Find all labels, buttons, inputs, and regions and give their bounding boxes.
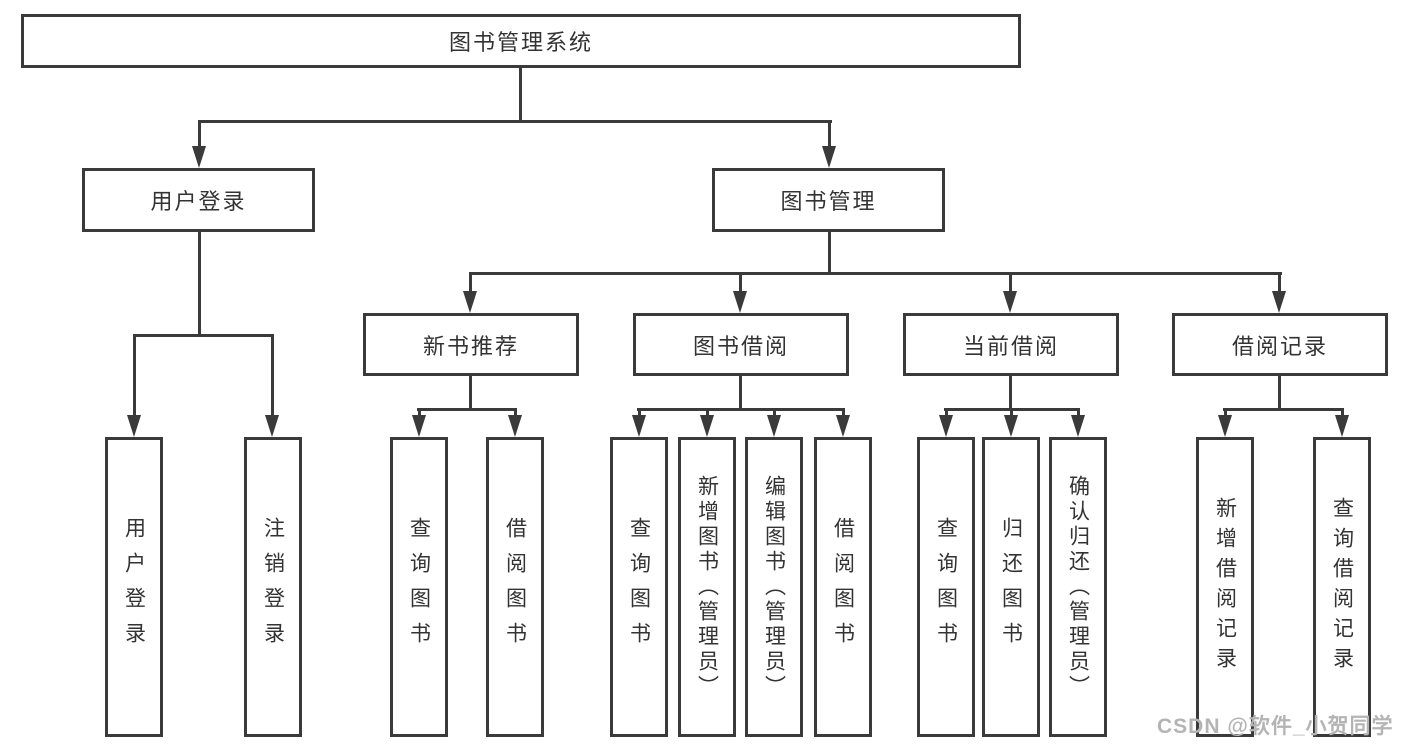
node-book-borrow: 图书借阅: [633, 313, 849, 376]
leaf-query-borrow-record: 查询借阅记录: [1313, 437, 1371, 737]
leaf-borrow-book: 借阅图书: [814, 437, 872, 737]
node-new-book-recommend-label: 新书推荐: [422, 333, 519, 359]
connector-leaf-query-borrow-stem: [638, 408, 641, 420]
connector-leaf-borrow-recommend-stem: [514, 408, 517, 420]
node-new-book-recommend: 新书推荐: [363, 313, 579, 376]
leaf-logout-label: 注销登录: [261, 517, 285, 657]
leaf-edit-book-admin: 编辑图书（管理员）: [745, 437, 803, 737]
node-user-login-label: 用户登录: [150, 189, 247, 214]
leaf-return-book: 归还图书: [982, 437, 1040, 737]
connector-leaf-logout-stem: [271, 334, 274, 418]
connector-level3-rail: [469, 272, 1282, 275]
arrowhead-leaf-edit-book: [767, 415, 781, 437]
node-book-borrow-label: 图书借阅: [692, 333, 789, 359]
arrowhead-leaf-query-current: [939, 415, 953, 437]
connector-user-login-stem: [198, 120, 201, 150]
node-current-borrow: 当前借阅: [903, 313, 1119, 376]
arrowhead-user-login: [192, 146, 206, 168]
node-book-management: 图书管理: [712, 168, 945, 232]
arrowhead-book-management: [822, 146, 836, 168]
leaf-query-book-recommend: 查询图书: [390, 437, 448, 737]
connector-current-borrow-down: [1009, 376, 1012, 411]
node-borrow-record: 借阅记录: [1172, 313, 1388, 376]
arrowhead-leaf-add-book: [700, 415, 714, 437]
connector-leaf-borrow-book-stem: [842, 408, 845, 420]
leaf-borrow-book-recommend: 借阅图书: [486, 437, 544, 737]
connector-leaf-add-book-stem: [706, 408, 709, 420]
connector-root-stem: [519, 68, 522, 123]
connector-borrow-record-down: [1278, 376, 1281, 411]
arrowhead-leaf-borrow-book: [836, 415, 850, 437]
arrowhead-current-borrow: [1003, 291, 1017, 313]
leaf-add-borrow-record-label: 新增借阅记录: [1213, 497, 1237, 677]
leaf-confirm-return-admin: 确认归还（管理员）: [1049, 437, 1107, 737]
arrowhead-leaf-confirm-return: [1071, 415, 1085, 437]
arrowhead-leaf-return-book: [1004, 415, 1018, 437]
leaf-query-book-recommend-label: 查询图书: [407, 517, 431, 657]
node-user-login: 用户登录: [82, 168, 315, 232]
arrowhead-leaf-query-borrow: [632, 415, 646, 437]
connector-book-borrow-down: [739, 376, 742, 411]
leaf-edit-book-admin-label: 编辑图书（管理员）: [762, 474, 786, 700]
leaf-query-book-current-label: 查询图书: [934, 517, 958, 657]
arrowhead-book-borrow: [733, 291, 747, 313]
node-root: 图书管理系统: [21, 14, 1021, 68]
connector-user-login-down: [198, 232, 201, 337]
connector-new-book-recommend-rail: [417, 408, 517, 411]
connector-book-management-down: [828, 232, 831, 275]
arrowhead-leaf-user-login: [127, 415, 141, 437]
arrowhead-borrow-record: [1272, 291, 1286, 313]
connector-leaf-query-current-stem: [945, 408, 948, 420]
node-book-management-label: 图书管理: [780, 189, 877, 214]
connector-book-borrow-stem: [739, 272, 742, 294]
node-current-borrow-label: 当前借阅: [962, 333, 1059, 359]
leaf-confirm-return-admin-label: 确认归还（管理员）: [1066, 474, 1090, 700]
connector-borrow-record-stem: [1278, 272, 1281, 294]
connector-leaf-query-recommend-stem: [418, 408, 421, 420]
connector-leaf-confirm-return-stem: [1077, 408, 1080, 420]
leaf-query-book-borrow-label: 查询图书: [627, 517, 651, 657]
arrowhead-leaf-query-record: [1335, 415, 1349, 437]
leaf-return-book-label: 归还图书: [999, 517, 1023, 657]
arrowhead-leaf-borrow-recommend: [508, 415, 522, 437]
leaf-query-book-current: 查询图书: [917, 437, 975, 737]
arrowhead-leaf-query-recommend: [412, 415, 426, 437]
connector-leaf-user-login-stem: [133, 334, 136, 418]
leaf-borrow-book-label: 借阅图书: [831, 517, 855, 657]
connector-book-borrow-rail: [637, 408, 845, 411]
node-root-label: 图书管理系统: [448, 30, 593, 55]
arrowhead-leaf-logout: [265, 415, 279, 437]
connector-borrow-record-rail: [1223, 408, 1344, 411]
connector-leaf-edit-book-stem: [773, 408, 776, 420]
leaf-add-borrow-record: 新增借阅记录: [1196, 437, 1254, 737]
arrowhead-leaf-add-record: [1218, 415, 1232, 437]
connector-leaf-add-record-stem: [1224, 408, 1227, 420]
arrowhead-new-book-recommend: [463, 291, 477, 313]
leaf-query-book-borrow: 查询图书: [610, 437, 668, 737]
leaf-borrow-book-recommend-label: 借阅图书: [503, 517, 527, 657]
connector-new-book-recommend-down: [469, 376, 472, 411]
connector-user-login-rail: [133, 334, 274, 337]
leaf-query-borrow-record-label: 查询借阅记录: [1330, 497, 1354, 677]
leaf-add-book-admin: 新增图书（管理员）: [678, 437, 736, 737]
connector-new-book-recommend-stem: [469, 272, 472, 294]
node-borrow-record-label: 借阅记录: [1231, 333, 1328, 359]
connector-leaf-query-record-stem: [1341, 408, 1344, 420]
connector-leaf-return-book-stem: [1010, 408, 1013, 420]
leaf-user-login: 用户登录: [105, 437, 163, 737]
leaf-logout: 注销登录: [244, 437, 302, 737]
connector-level2-rail: [198, 120, 832, 123]
leaf-user-login-label: 用户登录: [122, 517, 146, 657]
csdn-watermark: CSDN @软件_小贺同学: [1157, 715, 1394, 738]
connector-current-borrow-stem: [1009, 272, 1012, 294]
connector-book-management-stem: [828, 120, 831, 150]
leaf-add-book-admin-label: 新增图书（管理员）: [695, 474, 719, 700]
